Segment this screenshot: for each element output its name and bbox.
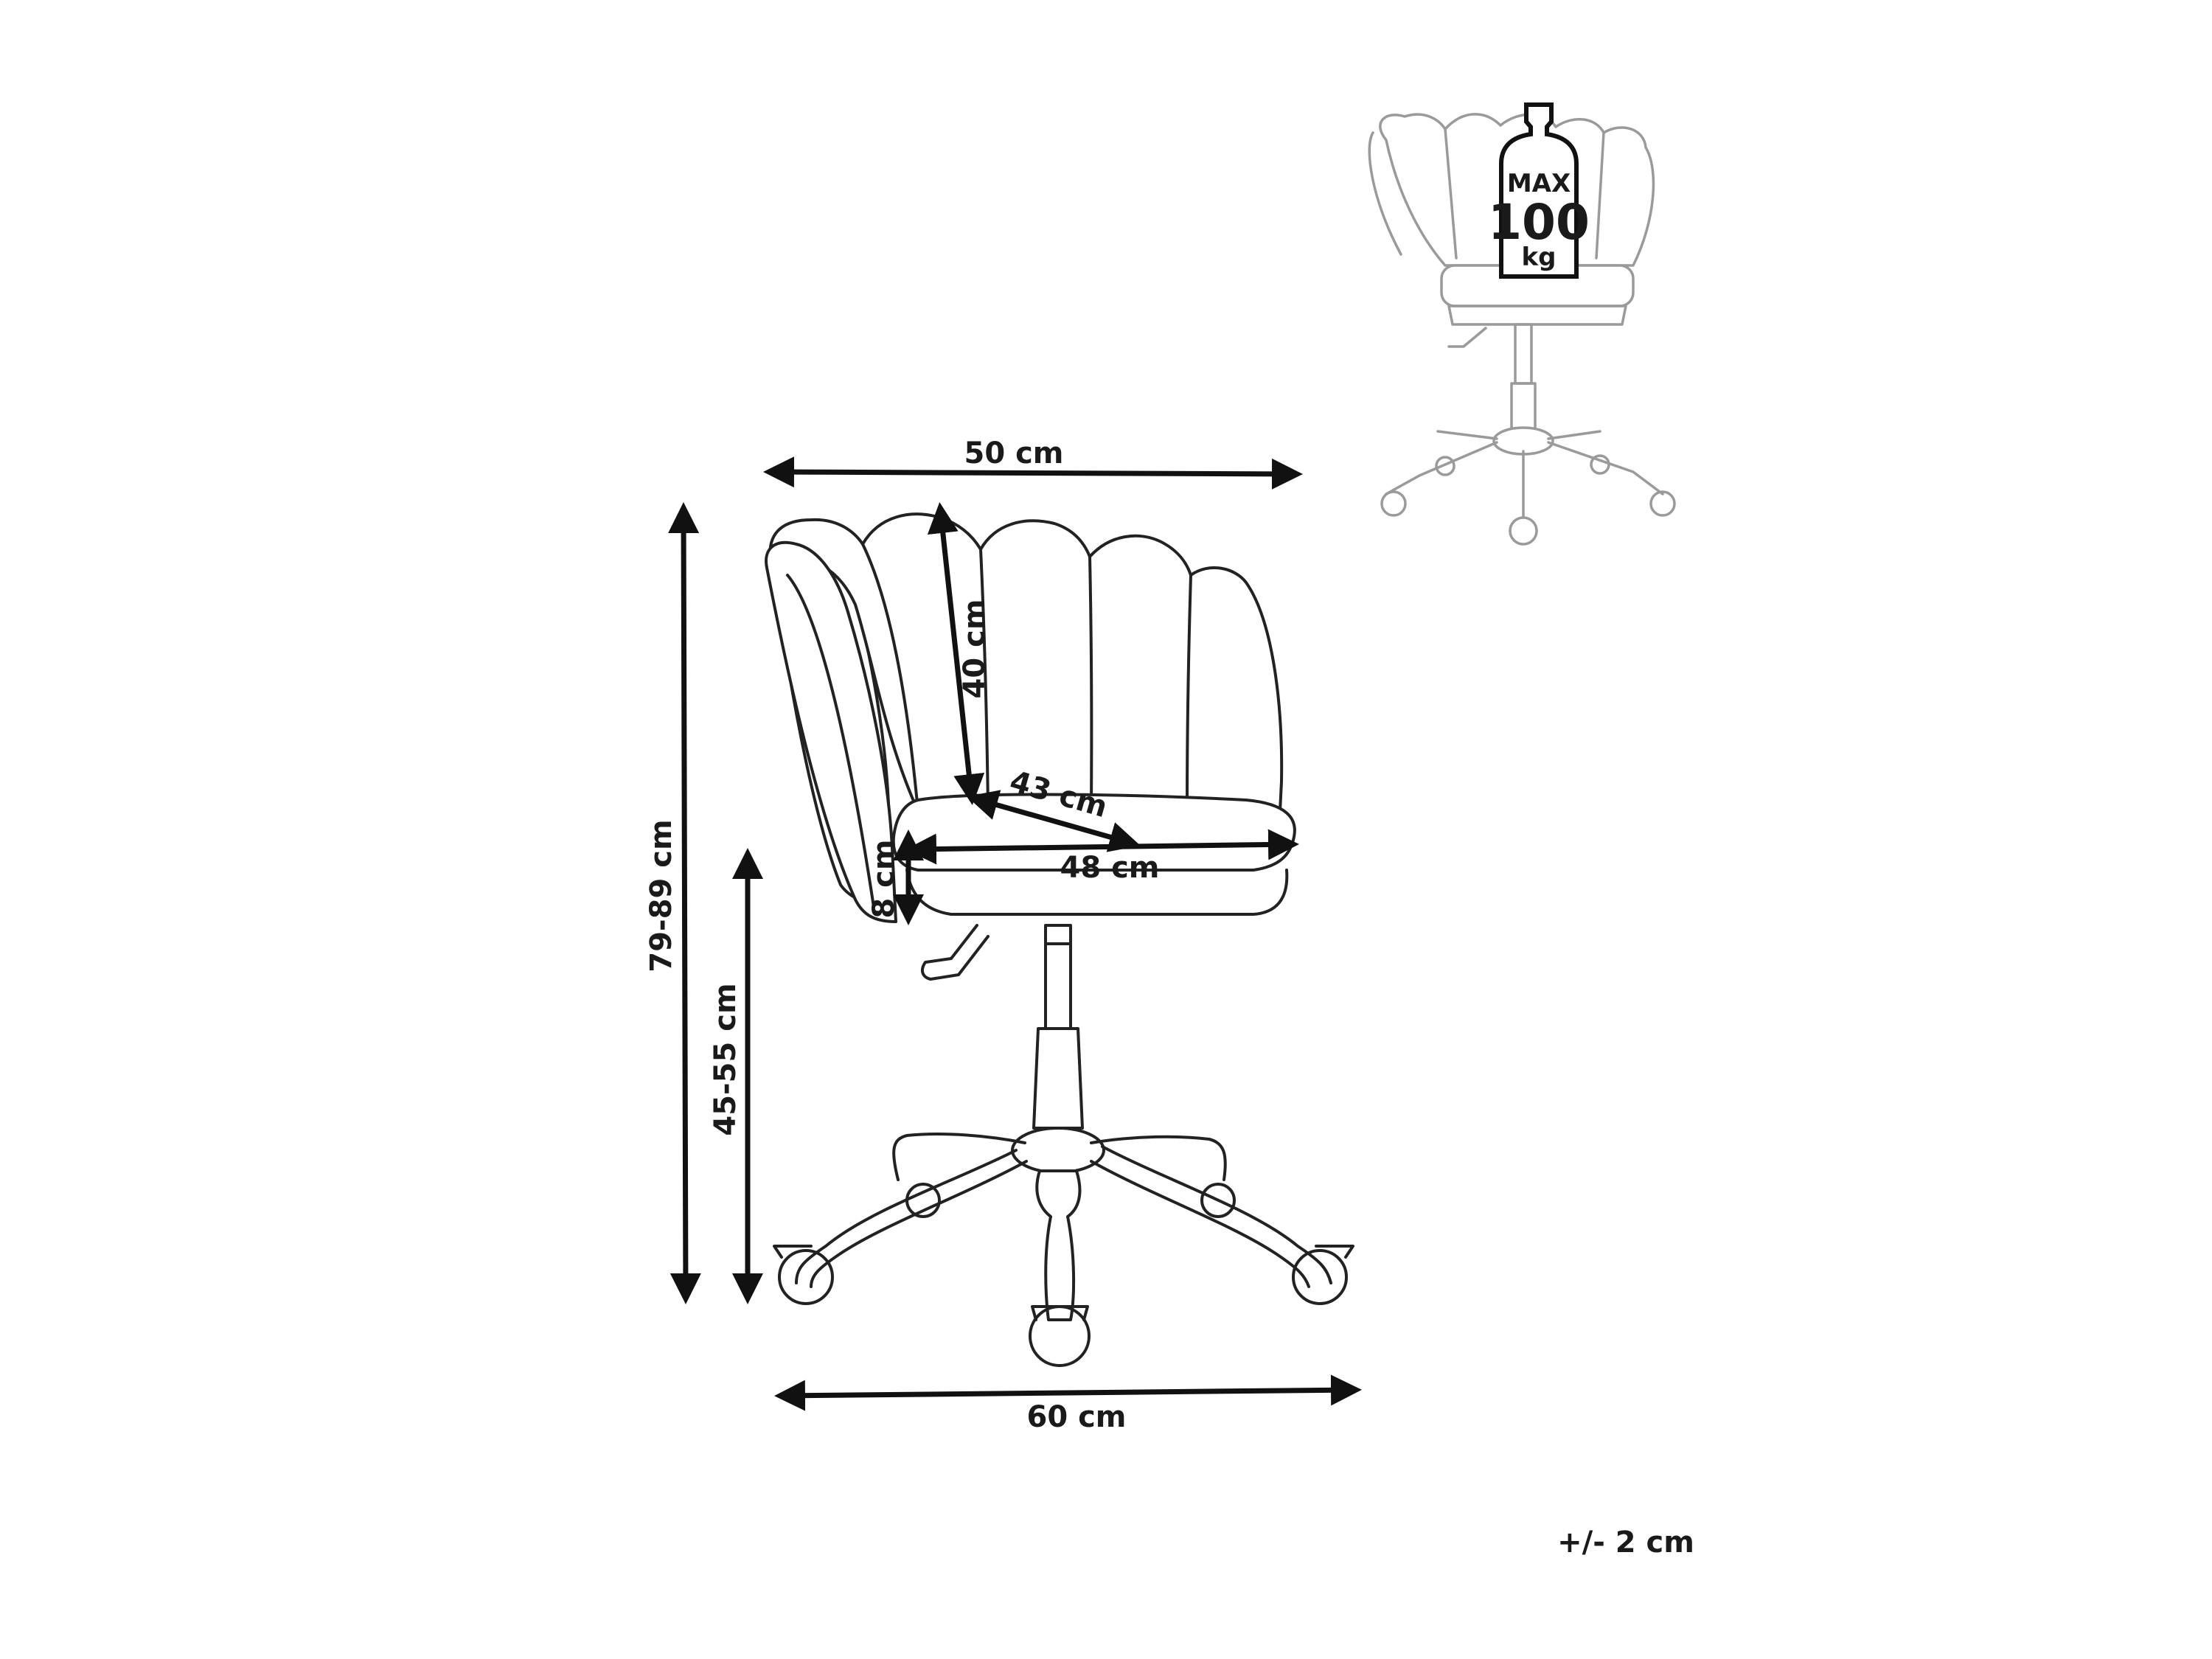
arrow-seat-width bbox=[905, 829, 1299, 865]
seat-height-label: 45-55 cm bbox=[709, 983, 742, 1135]
office-chair-icon bbox=[765, 512, 1354, 1367]
arrow-backrest-height bbox=[927, 502, 985, 805]
thumbnail-chair-drawing bbox=[1368, 113, 1676, 546]
total-height-label: 79-89 cm bbox=[644, 819, 678, 972]
max-value: 100 bbox=[1488, 194, 1590, 251]
backrest-height-label: 40 cm bbox=[958, 599, 992, 699]
base-width-label: 60 cm bbox=[1027, 1400, 1127, 1434]
weight-icon bbox=[1499, 102, 1579, 279]
max-label: MAX bbox=[1507, 169, 1571, 198]
arrow-base-width bbox=[774, 1374, 1362, 1411]
arrow-total-height bbox=[668, 502, 701, 1304]
arrow-backrest-width bbox=[763, 456, 1303, 490]
seat-thickness-label: 8 cm bbox=[867, 839, 901, 918]
seat-width-label: 48 cm bbox=[1060, 851, 1160, 885]
backrest-width-label: 50 cm bbox=[964, 437, 1064, 470]
tolerance-label: +/- 2 cm bbox=[1557, 1526, 1694, 1559]
max-unit: kg bbox=[1522, 243, 1557, 272]
